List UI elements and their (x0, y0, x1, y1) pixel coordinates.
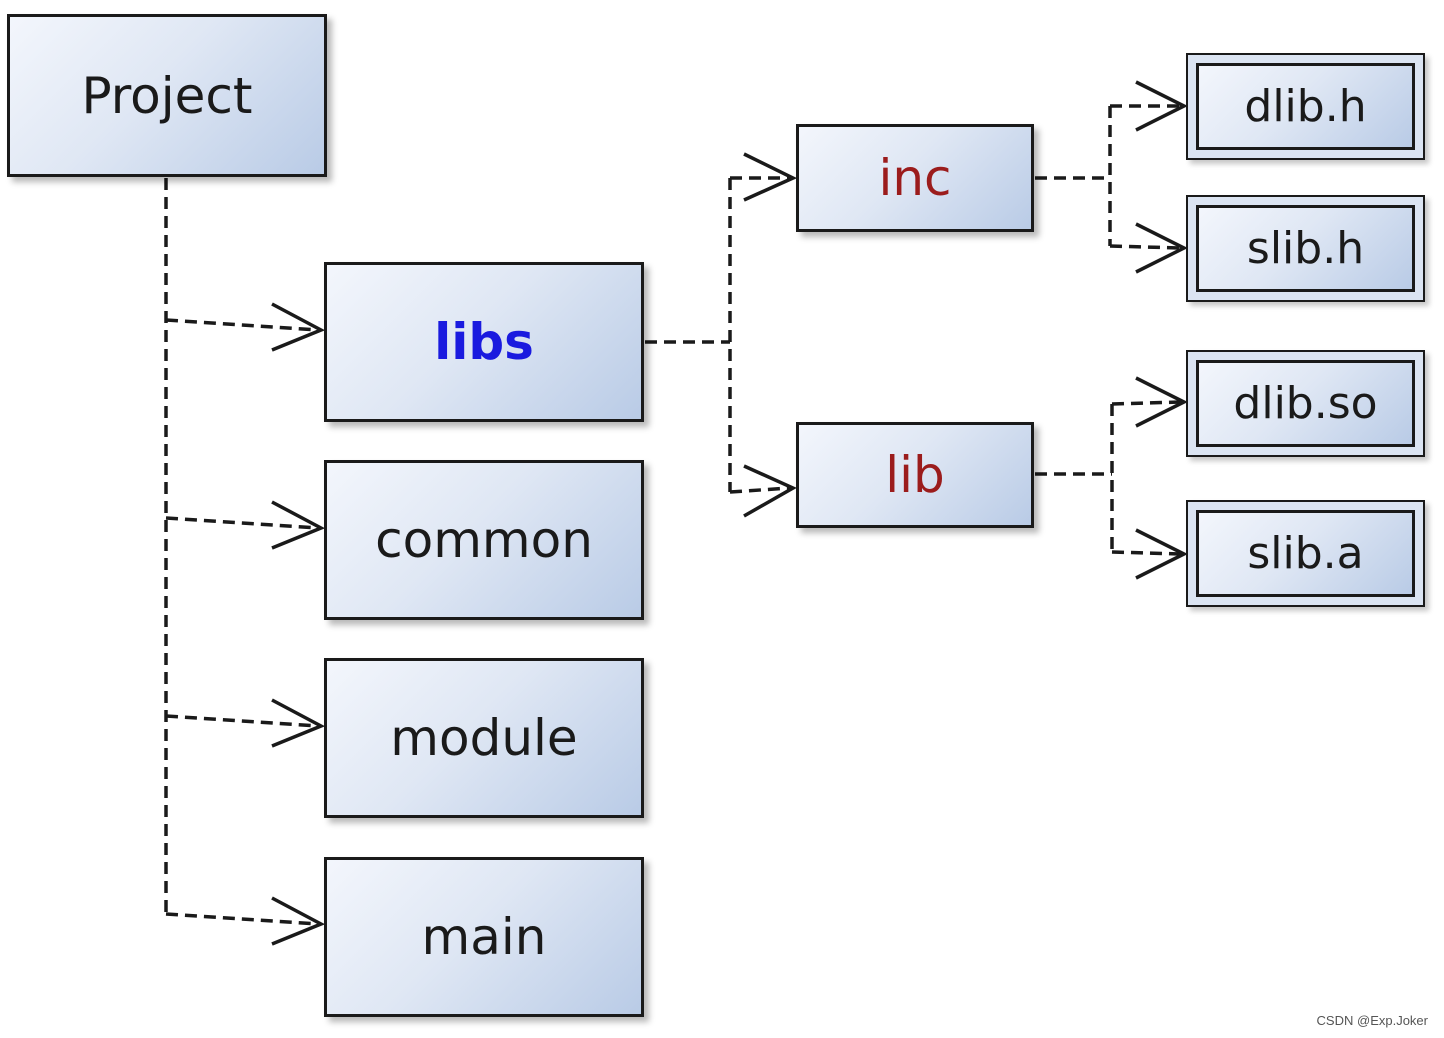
dlib-h-node: dlib.h (1186, 53, 1425, 160)
dlib-so-label: dlib.so (1233, 378, 1378, 429)
edge-project-main (165, 912, 319, 926)
slib-a-inner-frame: slib.a (1196, 510, 1415, 597)
main-node: main (324, 857, 644, 1017)
slib-h-node: slib.h (1186, 195, 1425, 302)
arrowhead-module (271, 698, 326, 748)
libs-label: libs (434, 313, 534, 371)
arrowhead-slibh (1135, 222, 1188, 274)
common-node: common (324, 460, 644, 620)
slib-a-label: slib.a (1247, 528, 1364, 579)
edge-lib-sliba (1111, 550, 1181, 556)
slib-h-label: slib.h (1246, 223, 1365, 274)
project-label: Project (81, 66, 253, 125)
arrowhead-dlibso (1135, 376, 1188, 428)
dlib-h-label: dlib.h (1244, 81, 1367, 132)
arrowhead-main (271, 896, 326, 946)
dlib-so-node: dlib.so (1186, 350, 1425, 457)
edge-project-common (165, 516, 319, 530)
lib-label: lib (885, 446, 945, 504)
common-label: common (375, 511, 593, 569)
dlib-h-inner-frame: dlib.h (1196, 63, 1415, 150)
inc-label: inc (878, 149, 952, 207)
arrowhead-inc (743, 152, 798, 202)
lib-node: lib (796, 422, 1034, 528)
inc-node: inc (796, 124, 1034, 232)
arrowhead-lib (743, 464, 797, 518)
edge-libs-lib (729, 486, 791, 494)
edge-project-libs (165, 318, 319, 332)
arrowhead-common (271, 500, 326, 550)
slib-h-inner-frame: slib.h (1196, 205, 1415, 292)
edge-inc-slibh (1109, 244, 1181, 250)
arrowhead-sliba (1135, 528, 1188, 580)
arrowhead-dlibh (1135, 80, 1188, 132)
main-label: main (421, 908, 547, 966)
dlib-so-inner-frame: dlib.so (1196, 360, 1415, 447)
watermark: CSDN @Exp.Joker (1316, 1013, 1428, 1028)
edge-lib-dlibso (1111, 400, 1181, 406)
arrowhead-libs (271, 302, 326, 352)
project-node: Project (7, 14, 327, 177)
module-label: module (390, 709, 578, 767)
edge-project-module (165, 714, 319, 728)
module-node: module (324, 658, 644, 818)
slib-a-node: slib.a (1186, 500, 1425, 607)
libs-node: libs (324, 262, 644, 422)
